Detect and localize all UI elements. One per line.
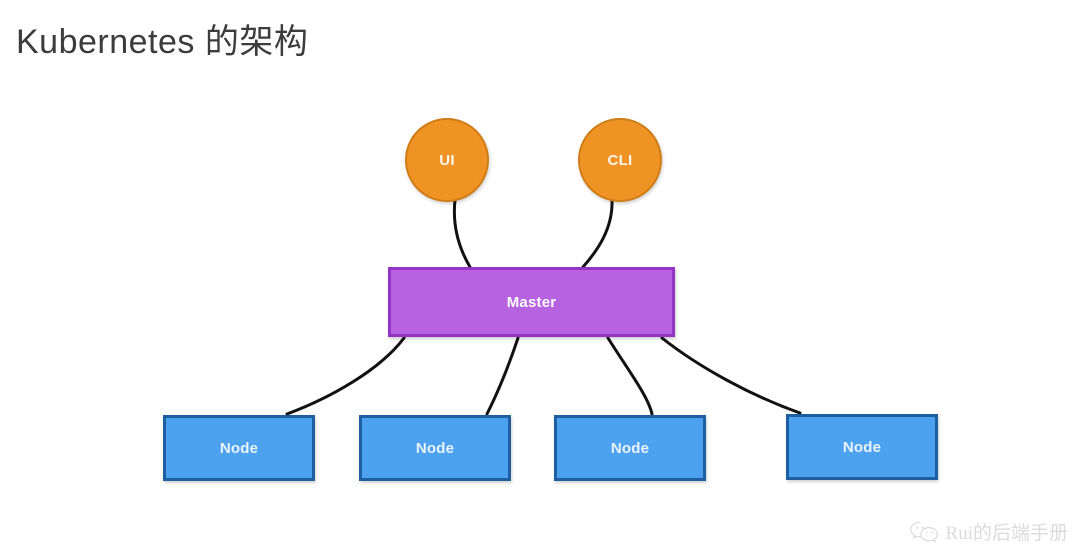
diagram-node-worker-1-label: Node — [219, 439, 259, 457]
watermark: Rui的后端手册 — [909, 518, 1068, 545]
diagram-node-worker-2-label: Node — [415, 439, 455, 457]
page-title: Kubernetes 的架构 — [16, 23, 309, 61]
diagram-node-master-label: Master — [506, 293, 557, 311]
watermark-text: Rui的后端手册 — [945, 523, 1068, 544]
connector-cli-master — [581, 198, 614, 269]
diagram-node-worker-2[interactable]: Node — [359, 415, 511, 481]
diagram-node-master[interactable]: Master — [388, 267, 675, 337]
diagram-node-cli[interactable]: CLI — [578, 118, 662, 202]
diagram-node-worker-3[interactable]: Node — [554, 415, 706, 481]
diagram-node-worker-4[interactable]: Node — [786, 414, 938, 480]
connector-ui-master — [452, 198, 472, 269]
diagram-node-ui-label: UI — [439, 151, 455, 169]
connector-master-node-2 — [485, 336, 520, 416]
diagram-node-worker-3-label: Node — [610, 439, 650, 457]
connector-master-node-1 — [285, 336, 406, 416]
diagram-node-cli-label: CLI — [607, 151, 633, 169]
diagram-node-ui[interactable]: UI — [405, 118, 489, 202]
diagram-node-worker-4-label: Node — [842, 438, 882, 456]
connector-master-node-3 — [606, 336, 654, 416]
wechat-icon — [909, 520, 939, 544]
diagram-node-worker-1[interactable]: Node — [163, 415, 315, 481]
connector-master-node-4 — [660, 336, 802, 415]
